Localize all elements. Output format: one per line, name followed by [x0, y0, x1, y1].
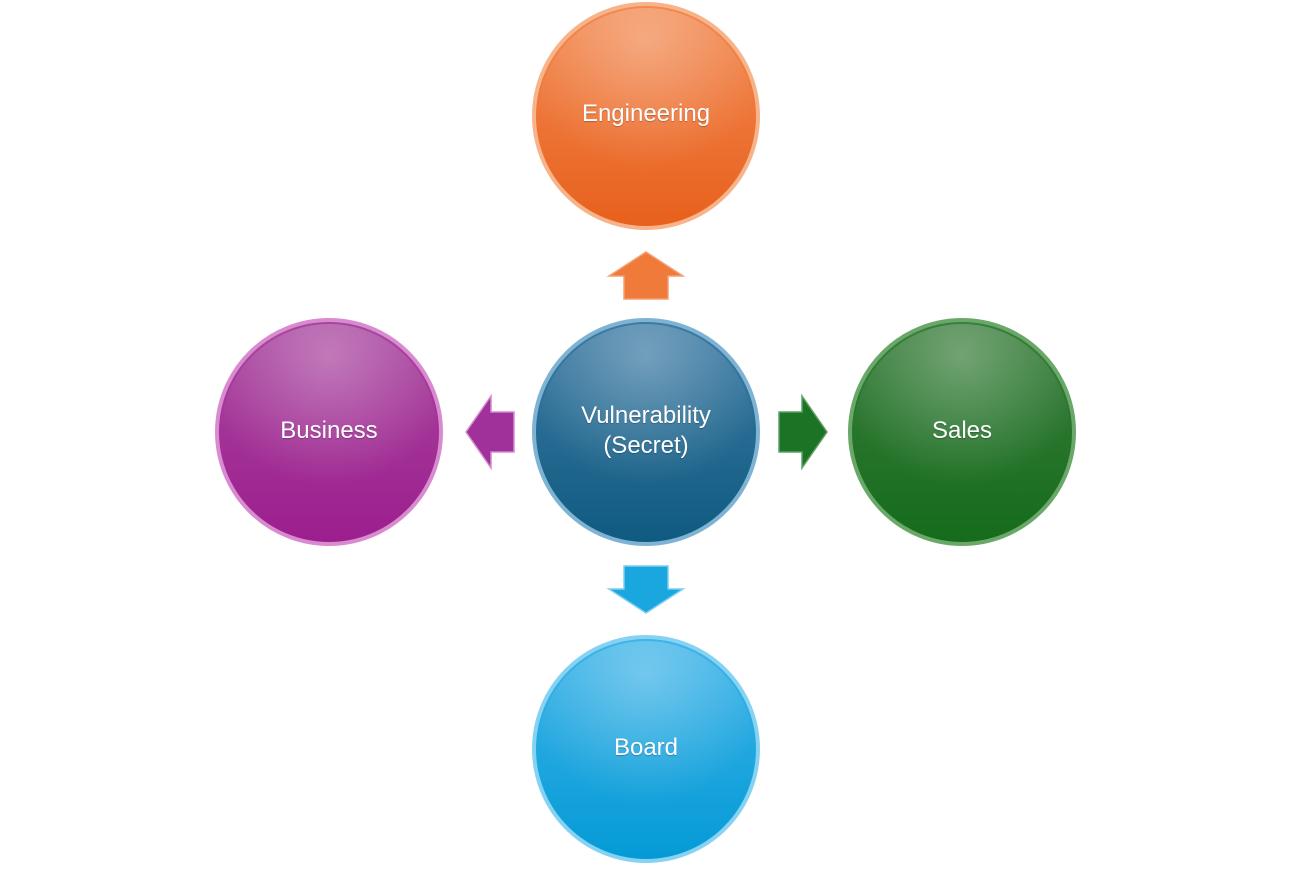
node-business	[215, 318, 443, 546]
node-engineering	[532, 2, 760, 230]
arrow-up-to-engineering	[606, 251, 686, 300]
arrow-down-to-board	[606, 565, 686, 614]
node-sales	[848, 318, 1076, 546]
arrow-right-to-sales	[778, 393, 828, 471]
node-board	[532, 635, 760, 863]
node-center-vulnerability	[532, 318, 760, 546]
arrow-left-to-business	[465, 393, 515, 471]
